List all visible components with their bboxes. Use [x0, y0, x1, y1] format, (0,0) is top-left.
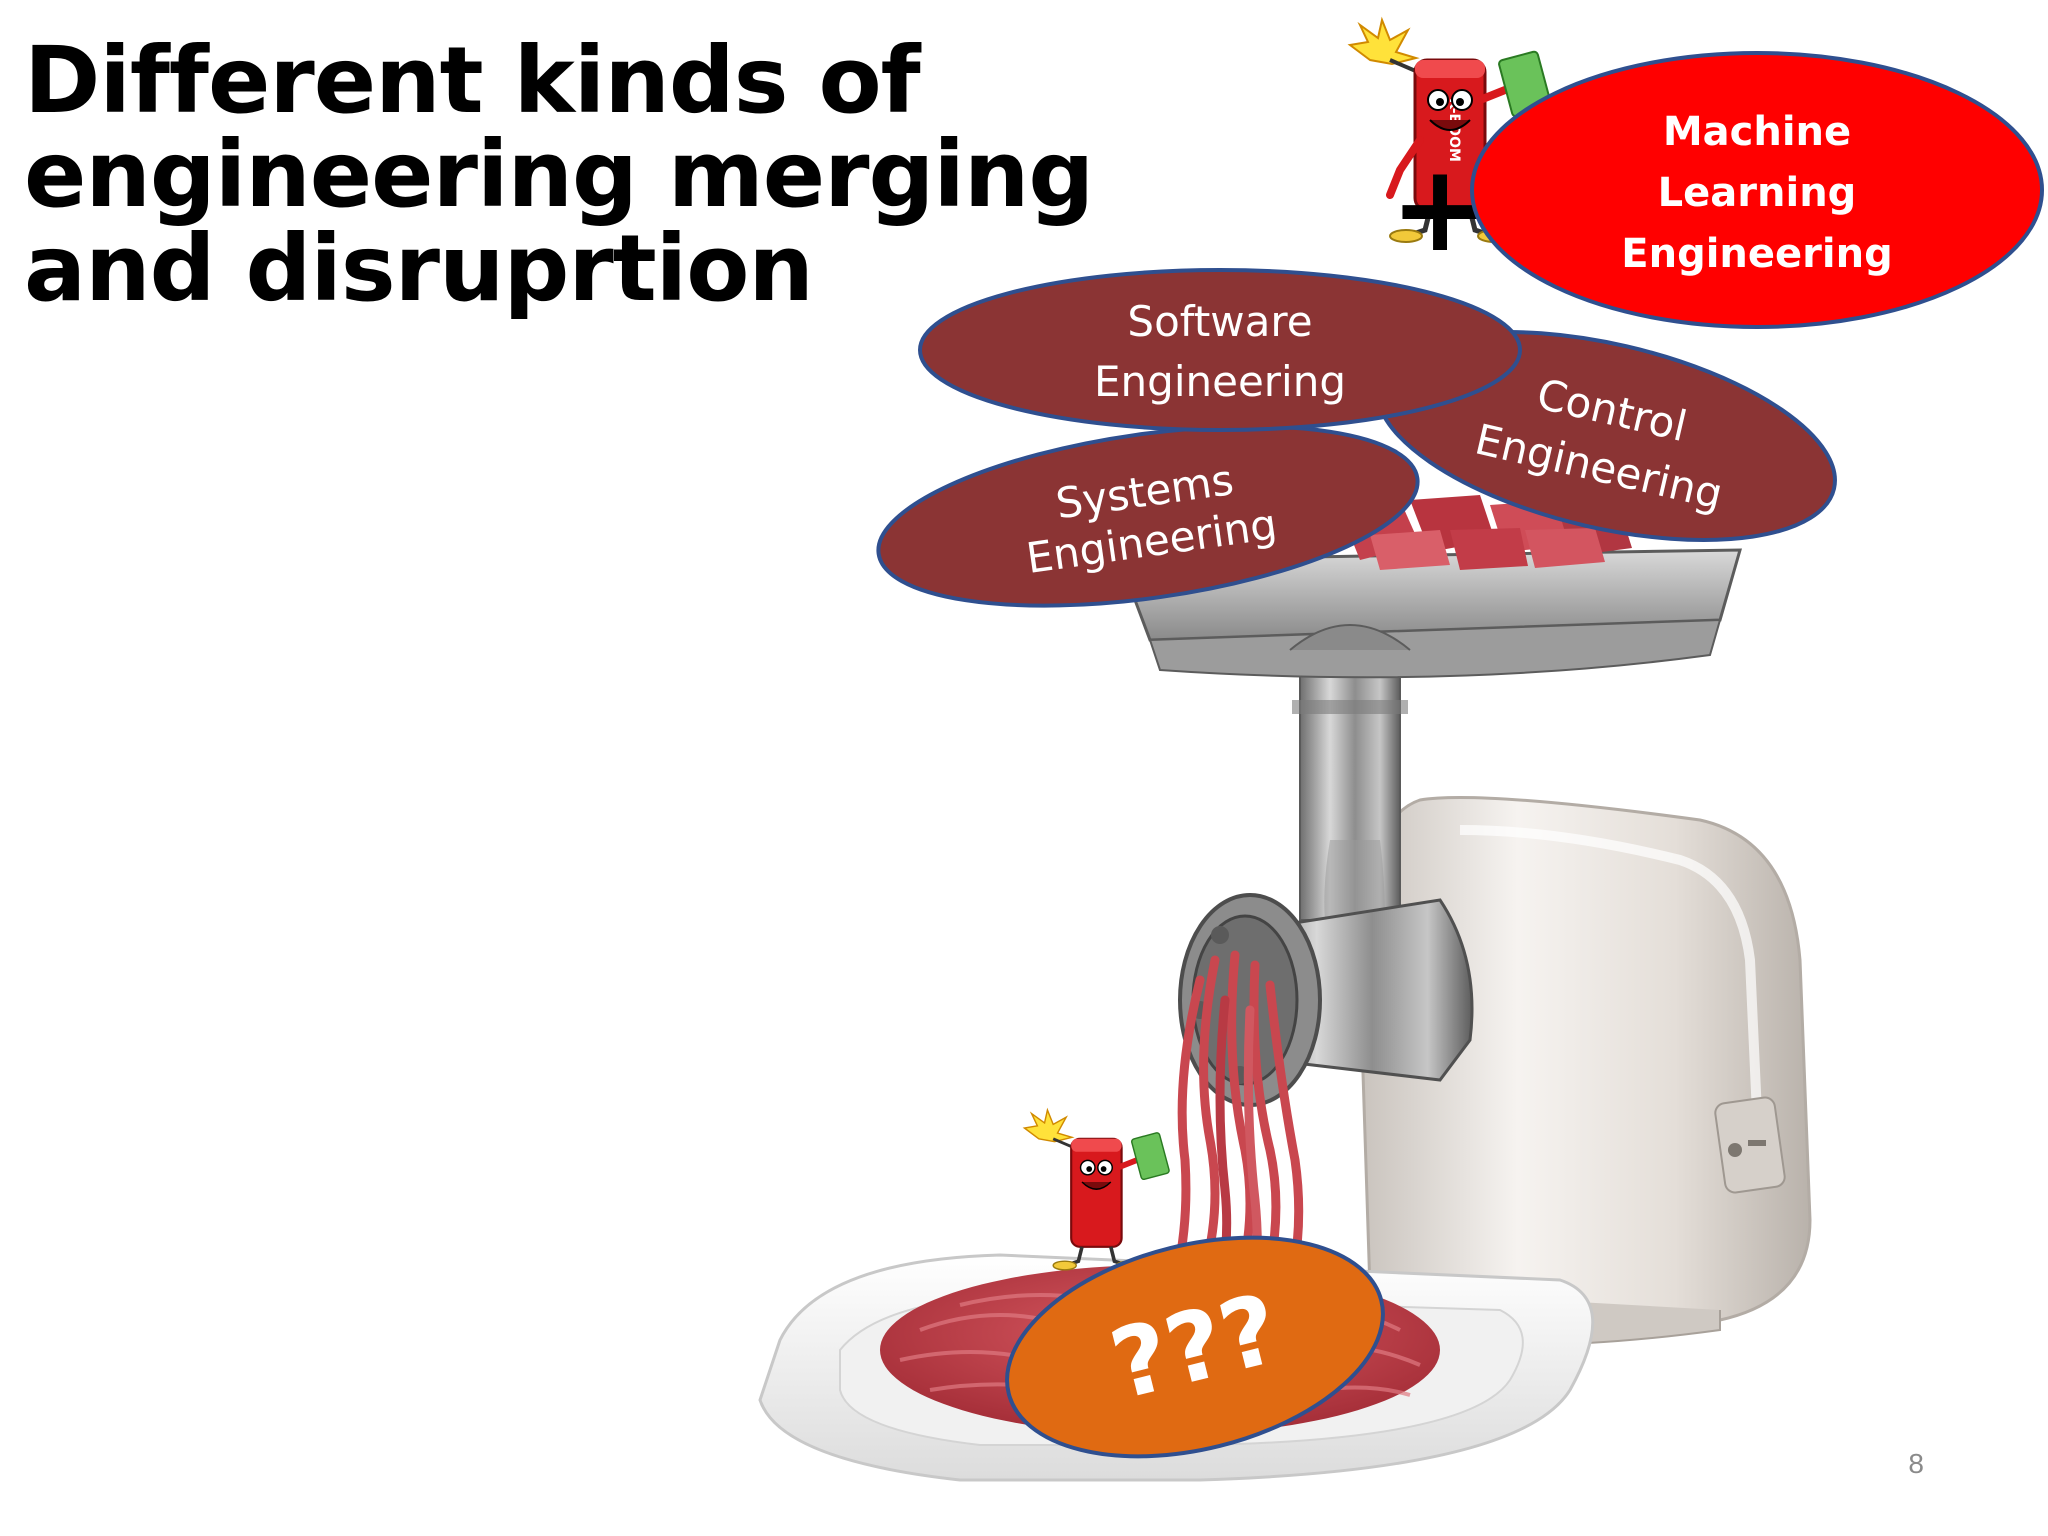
- page-number: 8: [1908, 1448, 1924, 1479]
- grinder-body: [1358, 796, 1812, 1352]
- slide-title: Different kinds of engineering merging a…: [24, 27, 1094, 322]
- title-line-2: engineering merging: [24, 121, 1094, 228]
- ml-engineering-bubble: Machine Learning Engineering: [1470, 51, 2044, 329]
- ml-bubble-line-1: Machine: [1663, 109, 1851, 155]
- software-engineering-bubble: Software Engineering: [918, 268, 1522, 432]
- ml-bubble-line-3: Engineering: [1621, 231, 1892, 277]
- software-bubble-line-1: Software: [1127, 297, 1312, 346]
- software-bubble-line-2: Engineering: [1094, 357, 1346, 406]
- title-line-1: Different kinds of: [24, 27, 921, 134]
- ml-bubble-line-2: Learning: [1658, 170, 1857, 216]
- systems-engineering-bubble: Systems Engineering: [876, 424, 1420, 608]
- unknown-outcome-bubble: ???: [1005, 1235, 1385, 1459]
- dynamite-mascot-small-icon: [1022, 1107, 1170, 1271]
- title-line-3: and disruprtion: [24, 215, 814, 322]
